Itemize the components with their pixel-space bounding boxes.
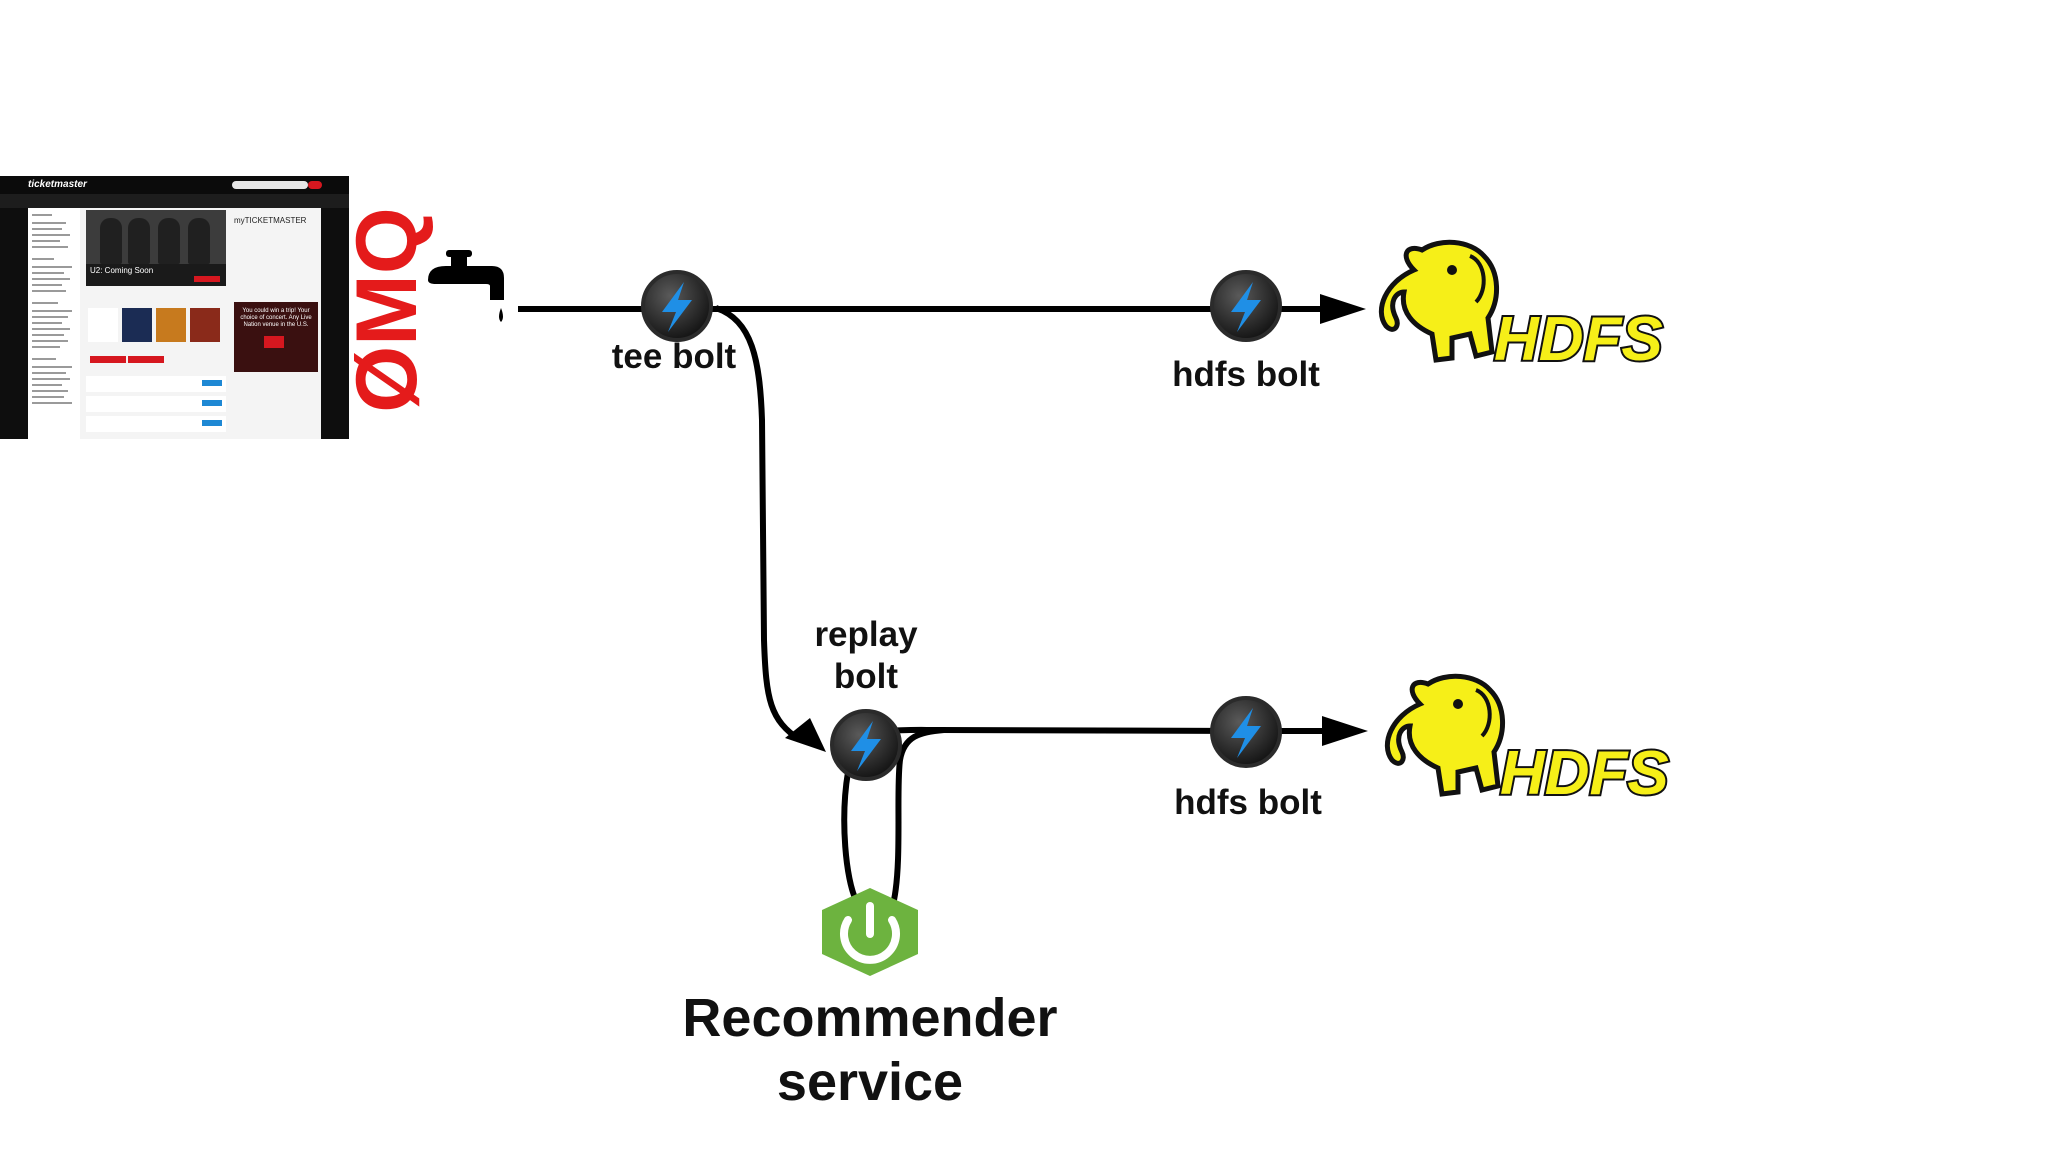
sidebar-line — [32, 328, 70, 330]
hero-title: U2: Coming Soon — [90, 266, 154, 275]
hdfs-text: HDFS — [1494, 305, 1663, 374]
recommender-label-line1: Recommender — [682, 988, 1058, 1048]
lightning-icon — [851, 721, 881, 771]
ticketmaster-screenshot: ticketmaster — [0, 176, 349, 439]
arrowhead-bottom — [1322, 716, 1368, 746]
lightning-icon — [662, 282, 692, 332]
sidebar-line — [32, 228, 62, 230]
sidebar-line — [32, 266, 72, 268]
band-member — [188, 218, 210, 264]
recommended-tile — [122, 308, 152, 342]
hdfs-bolt-top-label: hdfs bolt — [1172, 355, 1320, 394]
replay-bolt-node — [830, 709, 902, 781]
replay-bolt-label-line1: replay — [814, 615, 918, 654]
hdfs-text: HDFS — [1500, 739, 1669, 808]
recommender-label-line2: service — [776, 1052, 964, 1112]
sidebar-line — [32, 402, 72, 404]
sidebar-line — [32, 384, 62, 386]
sidebar-line — [32, 372, 66, 374]
event-row-button — [202, 420, 222, 426]
promo-text: You could win a trip! Your choice of con… — [240, 308, 312, 329]
sidebar-line — [32, 310, 72, 312]
event-row — [86, 416, 226, 432]
hdfs-bolt-bottom-node — [1210, 696, 1282, 768]
recommended-tile — [190, 308, 220, 342]
event-row-button — [202, 400, 222, 406]
tm-button — [128, 356, 164, 363]
sidebar-line — [32, 316, 68, 318]
sidebar-line — [32, 278, 70, 280]
sidebar-line — [32, 284, 62, 286]
band-member — [128, 218, 150, 264]
tee-bolt-node — [641, 270, 713, 342]
sidebar-line — [32, 378, 70, 380]
event-row — [86, 396, 226, 412]
tee-bolt-label: tee bolt — [611, 337, 737, 376]
edge-tee-to-replay — [714, 305, 802, 743]
sidebar-line — [32, 290, 66, 292]
hadoop-elephant-icon — [1384, 673, 1506, 797]
zeromq-logo-text: ØMQ — [339, 207, 435, 412]
band-member — [158, 218, 180, 264]
hdfs-logo-bottom: HDFS — [1384, 673, 1671, 810]
promo-button — [264, 336, 284, 348]
sidebar-line — [32, 240, 60, 242]
sidebar-line — [32, 222, 66, 224]
sidebar-line — [32, 246, 68, 248]
lightning-icon — [1231, 708, 1261, 758]
event-row — [86, 376, 226, 392]
sidebar-line — [32, 272, 64, 274]
sidebar-line — [32, 346, 60, 348]
sidebar-line — [32, 214, 52, 216]
ticketmaster-header-bar — [0, 176, 349, 194]
ticketmaster-search-button — [308, 181, 322, 189]
hadoop-elephant-icon — [1378, 239, 1500, 363]
sidebar-line — [32, 234, 70, 236]
recommended-tile — [88, 308, 118, 342]
event-row-button — [202, 380, 222, 386]
hdfs-bolt-bottom-label: hdfs bolt — [1174, 783, 1322, 822]
hero-caption: U2: Coming Soon — [86, 264, 226, 286]
arrowhead-replay — [785, 718, 826, 752]
sidebar-line — [32, 302, 58, 304]
sidebar-line — [32, 340, 68, 342]
band-member — [100, 218, 122, 264]
hdfs-bolt-top-node — [1210, 270, 1282, 342]
sidebar-line — [32, 358, 56, 360]
sidebar-line — [32, 334, 64, 336]
hdfs-logo-top: HDFS — [1378, 239, 1665, 376]
sidebar-line — [32, 396, 64, 398]
sidebar-line — [32, 258, 54, 260]
ticketmaster-nav-bar — [0, 194, 349, 208]
ticketmaster-sidebar — [28, 208, 80, 439]
recommended-tile — [156, 308, 186, 342]
arrowhead-top — [1320, 294, 1366, 324]
sidebar-line — [32, 366, 72, 368]
lightning-icon — [1231, 282, 1261, 332]
tm-button — [90, 356, 126, 363]
zeromq-logo: ØMQ — [339, 207, 435, 412]
ticketmaster-hero-image: U2: Coming Soon — [86, 210, 226, 286]
tap-icon — [428, 250, 504, 322]
ticketmaster-promo: You could win a trip! Your choice of con… — [234, 302, 318, 372]
sidebar-line — [32, 390, 68, 392]
hero-button — [194, 276, 220, 282]
spring-power-icon — [822, 888, 918, 976]
my-ticketmaster-heading: myTICKETMASTER — [234, 216, 307, 225]
ticketmaster-page: U2: Coming Soon myTICKETMASTER You could… — [28, 208, 321, 439]
ticketmaster-logo: ticketmaster — [28, 179, 87, 190]
ticketmaster-search-bar — [232, 181, 308, 189]
sidebar-line — [32, 322, 62, 324]
replay-bolt-label-line2: bolt — [833, 657, 899, 696]
